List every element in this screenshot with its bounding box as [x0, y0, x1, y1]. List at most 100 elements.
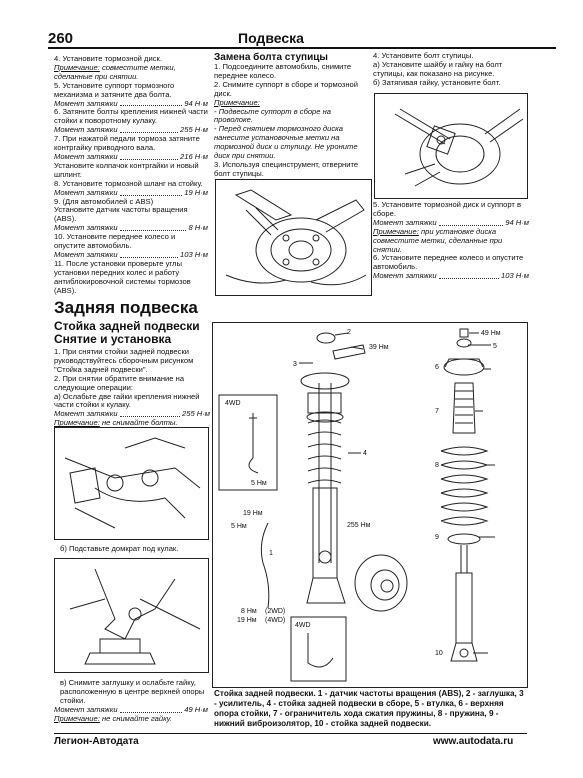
- torque-label: Момент затяжки: [54, 409, 118, 419]
- diagram-label-9: 9: [435, 534, 439, 541]
- torque-label: Момент затяжки: [54, 223, 118, 233]
- hub-bolt-heading: Замена болта ступицы: [214, 52, 328, 63]
- note-text: не снимайте болты.: [99, 418, 178, 428]
- torque-value: 103 Н·м: [180, 249, 208, 259]
- torque-value: 94 Н·м: [184, 98, 208, 108]
- rear-strut-subsubtitle: Снятие и установка: [54, 332, 172, 346]
- rear-section-title: Задняя подвеска: [54, 298, 198, 317]
- diagram-label-8nm: 8 Нм: [241, 608, 257, 615]
- diagram-label-10: 10: [435, 650, 443, 657]
- torque-dots: [119, 153, 178, 160]
- note-label: Примечание:: [54, 418, 100, 428]
- paragraph: 5. Установите суппорт тормозного механиз…: [54, 80, 175, 99]
- torque-dots: [119, 126, 178, 134]
- rear-strut-exploded-view: 2 39 Нм 3 4 4WD 5 Нм 19 Нм 5 Нм 1 255 Нм…: [218, 328, 501, 682]
- paragraph: Установите датчик частоты вращения (ABS)…: [54, 205, 188, 224]
- torque-value: 255 Н·м: [182, 409, 210, 419]
- torque-spec: Момент затяжки 255 Н·м: [54, 125, 208, 135]
- note-label: Примечание:: [373, 226, 419, 236]
- column-2-top: Замена болта ступицы 1. Подсоедините авт…: [214, 52, 366, 179]
- page-title: Подвеска: [238, 30, 304, 46]
- hub-tool-drawing: [225, 189, 367, 286]
- step-v-text: в) Снимите заглушку и ослабьте гайку, ра…: [60, 678, 205, 705]
- torque-dots: [438, 219, 504, 226]
- page-header: 260 Подвеска: [48, 28, 556, 50]
- hub-bolt-steps: 1. Подсоедините автомобиль, снимите пере…: [214, 62, 366, 179]
- jack-under-knuckle-figure: [54, 558, 209, 673]
- paragraph: а) Ослабьте две гайки крепления нижней ч…: [54, 391, 200, 410]
- torque-value: 255 Н·м: [180, 125, 208, 135]
- torque-value: 19 Н·м: [184, 187, 208, 197]
- torque-label: Момент затяжки: [54, 705, 118, 714]
- torque-label: Момент затяжки: [373, 217, 437, 227]
- paragraph: - Подвесьте суппорт в сборе на проволоке…: [214, 106, 332, 125]
- column-3-top: 4. Установите болт ступицы.а) Установите…: [373, 51, 529, 88]
- torque-value: 8 Н·м: [188, 223, 208, 233]
- diagram-label-5nm-inset: 5 Нм: [251, 480, 267, 487]
- torque-dots: [119, 410, 180, 418]
- diagram-label-6: 6: [435, 364, 439, 371]
- 4wd-inset-upper: [218, 394, 278, 491]
- torque-dots: [119, 251, 178, 258]
- torque-label: Момент затяжки: [54, 249, 118, 259]
- torque-label: Момент затяжки: [54, 125, 118, 135]
- torque-spec: Момент затяжки 8 Н·м: [54, 223, 208, 233]
- note: Примечание: совместите метки, сделанные …: [54, 62, 208, 82]
- paragraph: 3. Используя специнструмент, отверните б…: [214, 159, 359, 178]
- step-v-note: Примечание: не снимайте гайку.: [54, 714, 208, 724]
- header-rule: [48, 47, 556, 49]
- hub-bolt-removal-figure: [215, 179, 372, 296]
- torque-value: 216 Н·м: [180, 151, 208, 161]
- diagram-label-4wd: (4WD): [265, 617, 285, 624]
- column-1-top: 4. Установите тормозной диск.Примечание:…: [54, 54, 208, 295]
- note-text: не снимайте гайку.: [99, 714, 173, 723]
- torque-dots: [119, 189, 183, 196]
- torque-label: Момент затяжки: [54, 187, 118, 197]
- paragraph: 7. При нажатой педали тормоза затяните к…: [54, 134, 200, 153]
- paragraph: 5. Установите тормозной диск и суппорт в…: [373, 200, 522, 218]
- diagram-label-7: 7: [435, 408, 439, 415]
- paragraph: 1. При снятии стойки задней подвески рук…: [54, 347, 194, 374]
- footer-url: www.autodata.ru: [433, 736, 514, 747]
- note-label: Примечание:: [54, 714, 100, 723]
- hub-nut-drawing: [394, 108, 524, 187]
- torque-spec: Момент затяжки 103 Н·м: [54, 249, 208, 260]
- diagram-label-19nm: 19 Нм: [243, 510, 263, 517]
- torque-spec: Момент затяжки 19 Н·м: [54, 187, 208, 198]
- torque-dots: [119, 706, 183, 713]
- paragraph: 6. Затяните болты крепления нижней части…: [54, 107, 208, 126]
- diagram-label-3: 3: [293, 361, 297, 368]
- note-label: Примечание:: [214, 97, 260, 107]
- footer-rule: [54, 733, 527, 734]
- paragraph: 10. Установите переднее колесо и опустит…: [54, 232, 176, 251]
- torque-dots: [119, 224, 187, 232]
- diagram-label-39nm: 39 Нм: [369, 344, 389, 351]
- diagram-caption: Стойка задней подвески. 1 - датчик часто…: [214, 689, 524, 728]
- knuckle-drawing: [64, 437, 201, 529]
- paragraph: 4. Установите болт ступицы.: [373, 51, 474, 60]
- rear-removal-steps: 1. При снятии стойки задней подвески рук…: [54, 347, 210, 428]
- torque-value: 49 Н·м: [184, 705, 208, 714]
- diagram-label-2wd: (2WD): [265, 608, 285, 615]
- paragraph: - Перед снятием тормозного диска нанесит…: [214, 124, 358, 161]
- paragraph: 11. После установки проверьте углы устан…: [54, 258, 191, 295]
- diagram-label-2: 2: [347, 329, 351, 336]
- torque-value: 103 Н·м: [501, 271, 529, 281]
- diagram-label-4wd-upper: 4WD: [225, 400, 241, 407]
- jack-drawing: [69, 568, 201, 665]
- diagram-label-19nm-b: 19 Нм: [237, 617, 257, 624]
- diagram-label-5: 5: [493, 343, 497, 350]
- paragraph: 6. Установите переднее колесо и опустите…: [373, 253, 524, 272]
- 4wd-inset-lower: [290, 616, 347, 682]
- paragraph: б) Затягивая гайку, установите болт.: [373, 77, 501, 87]
- hub-bolt-install-figure: [374, 93, 528, 199]
- paragraph: 2. При снятии обратите внимание на следу…: [54, 373, 185, 392]
- page-number: 260: [48, 30, 74, 47]
- note: Примечание: при установке диска совмести…: [373, 226, 529, 255]
- torque-dots: [438, 272, 499, 280]
- note-label: Примечание:: [54, 62, 100, 72]
